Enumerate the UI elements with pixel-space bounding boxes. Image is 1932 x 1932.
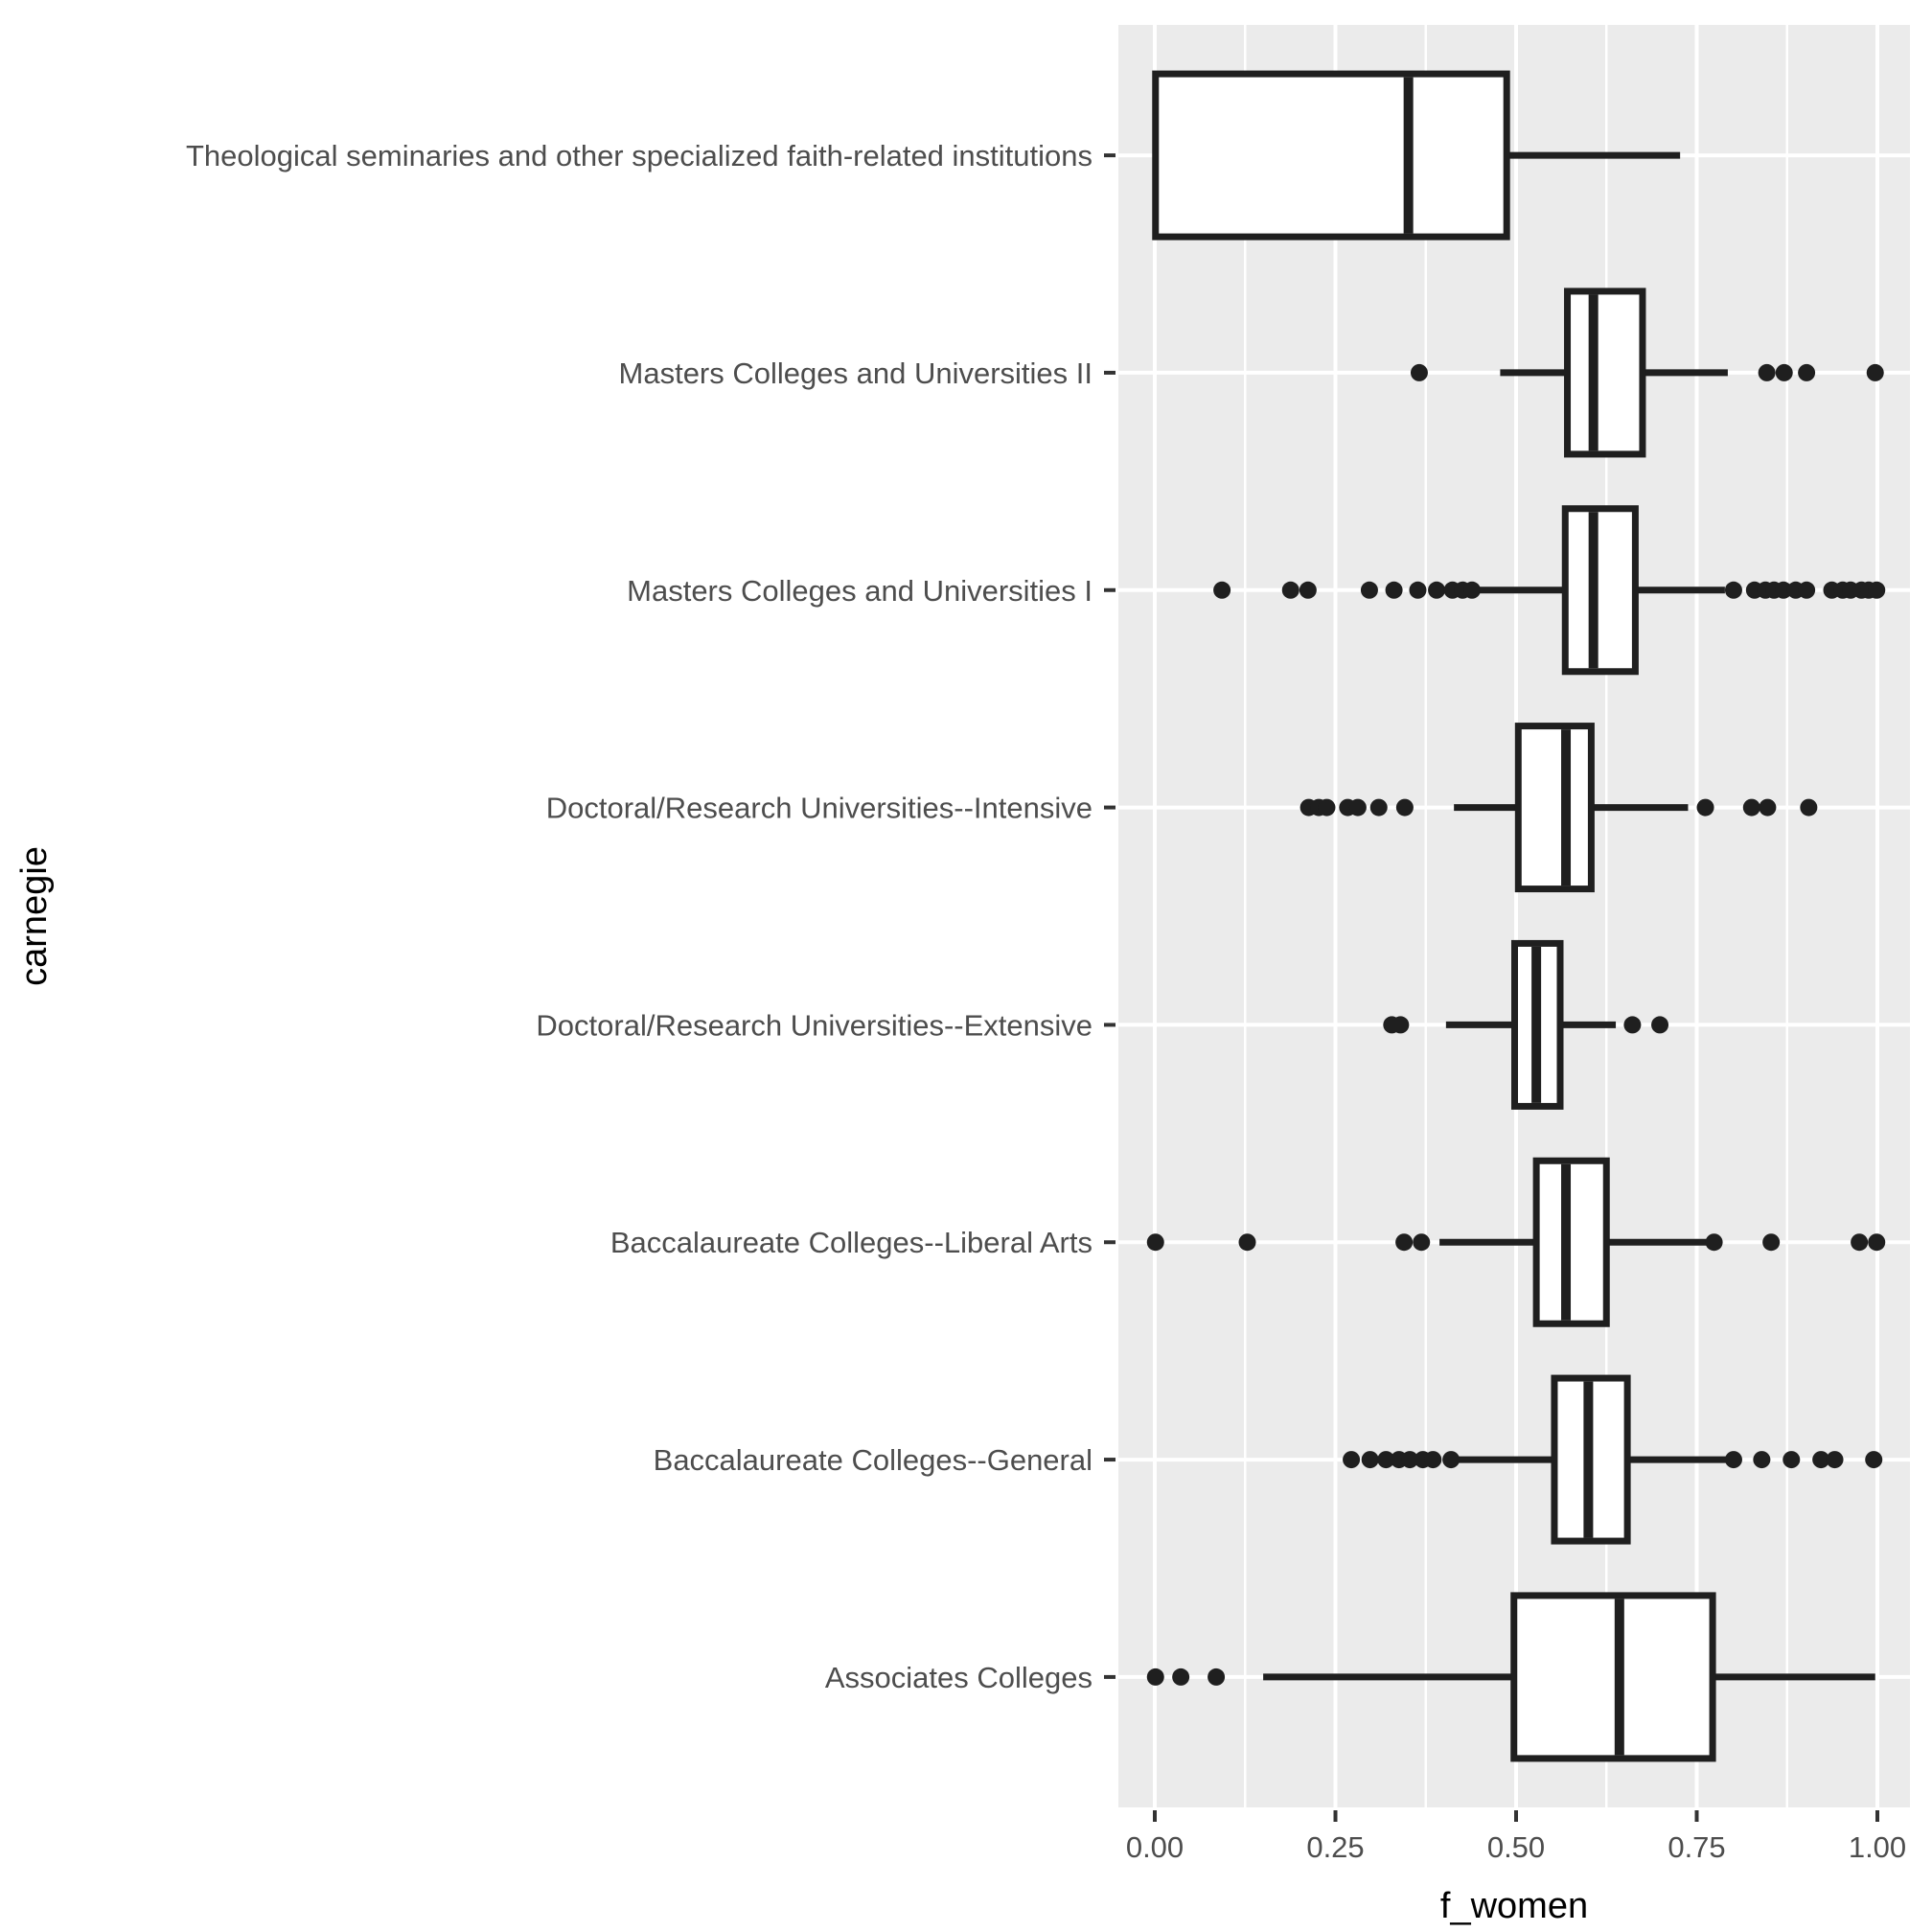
outlier-point — [1385, 581, 1403, 599]
outlier-point — [1742, 798, 1760, 816]
outlier-point — [1409, 581, 1427, 599]
boxplot-row — [1410, 288, 1884, 458]
outlier-point — [1318, 798, 1336, 816]
iqr-box — [1532, 1157, 1610, 1327]
y-category-label: Baccalaureate Colleges--Liberal Arts — [610, 1226, 1092, 1259]
outlier-point — [1623, 1016, 1642, 1034]
boxplot-row — [1343, 1374, 1883, 1545]
outlier-point — [1410, 363, 1428, 381]
y-category-label: Doctoral/Research Universities--Intensiv… — [546, 792, 1092, 825]
outlier-point — [1146, 1668, 1164, 1686]
outlier-point — [1395, 798, 1414, 816]
outlier-point — [1238, 1233, 1256, 1252]
outlier-point — [1377, 1451, 1395, 1469]
outlier-point — [1774, 581, 1792, 599]
boxplot-row — [1152, 70, 1681, 241]
outlier-point — [1724, 581, 1742, 599]
outlier-point — [1866, 363, 1884, 381]
outlier-point — [1798, 363, 1816, 381]
boxplot-row — [1146, 1592, 1875, 1762]
x-tick-label: 0.25 — [1306, 1830, 1364, 1864]
outlier-point — [1865, 1451, 1883, 1469]
iqr-box — [1514, 723, 1595, 893]
outlier-point — [1798, 581, 1816, 599]
outlier-point — [1800, 798, 1818, 816]
outlier-point — [1851, 1233, 1869, 1252]
y-category-label: Masters Colleges and Universities I — [627, 574, 1092, 608]
outlier-point — [1705, 1233, 1723, 1252]
boxplot-row — [1300, 723, 1818, 893]
outlier-point — [1812, 1451, 1830, 1469]
outlier-point — [1401, 1451, 1419, 1469]
outlier-point — [1428, 581, 1446, 599]
iqr-box — [1510, 1592, 1716, 1762]
boxplots — [1146, 70, 1886, 1762]
outlier-point — [1281, 581, 1300, 599]
y-category-label: Doctoral/Research Universities--Extensiv… — [536, 1008, 1092, 1042]
outlier-point — [1782, 1451, 1801, 1469]
outlier-point — [1868, 1233, 1886, 1252]
outlier-point — [1348, 798, 1367, 816]
outlier-point — [1361, 1451, 1379, 1469]
x-tick-label: 0.00 — [1126, 1830, 1184, 1864]
outlier-point — [1826, 1451, 1844, 1469]
outlier-point — [1442, 1451, 1460, 1469]
outlier-point — [1146, 1233, 1164, 1252]
y-category-label: Baccalaureate Colleges--General — [654, 1443, 1092, 1477]
outlier-point — [1395, 1233, 1414, 1252]
outlier-point — [1759, 798, 1777, 816]
outlier-point — [1651, 1016, 1669, 1034]
outlier-point — [1758, 363, 1776, 381]
outlier-point — [1172, 1668, 1190, 1686]
x-tick-label: 1.00 — [1849, 1830, 1906, 1864]
outlier-point — [1299, 581, 1317, 599]
outlier-point — [1413, 1233, 1431, 1252]
iqr-box — [1564, 288, 1646, 458]
y-axis-title: carnegie — [14, 846, 55, 986]
iqr-box — [1152, 70, 1510, 241]
outlier-point — [1208, 1668, 1226, 1686]
iqr-box — [1561, 505, 1639, 676]
x-axis-title: f_women — [1440, 1886, 1588, 1926]
y-category-label: Masters Colleges and Universities II — [619, 356, 1092, 390]
boxplot-row — [1383, 939, 1669, 1110]
x-tick-label: 0.75 — [1668, 1830, 1725, 1864]
outlier-point — [1369, 798, 1388, 816]
outlier-point — [1392, 1016, 1410, 1034]
y-category-label: Associates Colleges — [825, 1661, 1092, 1694]
outlier-point — [1696, 798, 1714, 816]
outlier-point — [1360, 581, 1378, 599]
outlier-point — [1343, 1451, 1361, 1469]
axis-tick-labels: Theological seminaries and other special… — [186, 139, 1906, 1864]
axis-tick-marks — [1104, 153, 1879, 1822]
outlier-point — [1762, 1233, 1781, 1252]
outlier-point — [1753, 1451, 1771, 1469]
outlier-point — [1463, 581, 1482, 599]
y-category-label: Theological seminaries and other special… — [186, 139, 1092, 172]
outlier-point — [1424, 1451, 1442, 1469]
boxplot-row — [1146, 1157, 1886, 1327]
outlier-point — [1868, 581, 1886, 599]
outlier-point — [1775, 363, 1793, 381]
outlier-point — [1213, 581, 1231, 599]
boxplot-row — [1213, 505, 1886, 676]
outlier-point — [1724, 1451, 1742, 1469]
x-tick-label: 0.50 — [1487, 1830, 1545, 1864]
